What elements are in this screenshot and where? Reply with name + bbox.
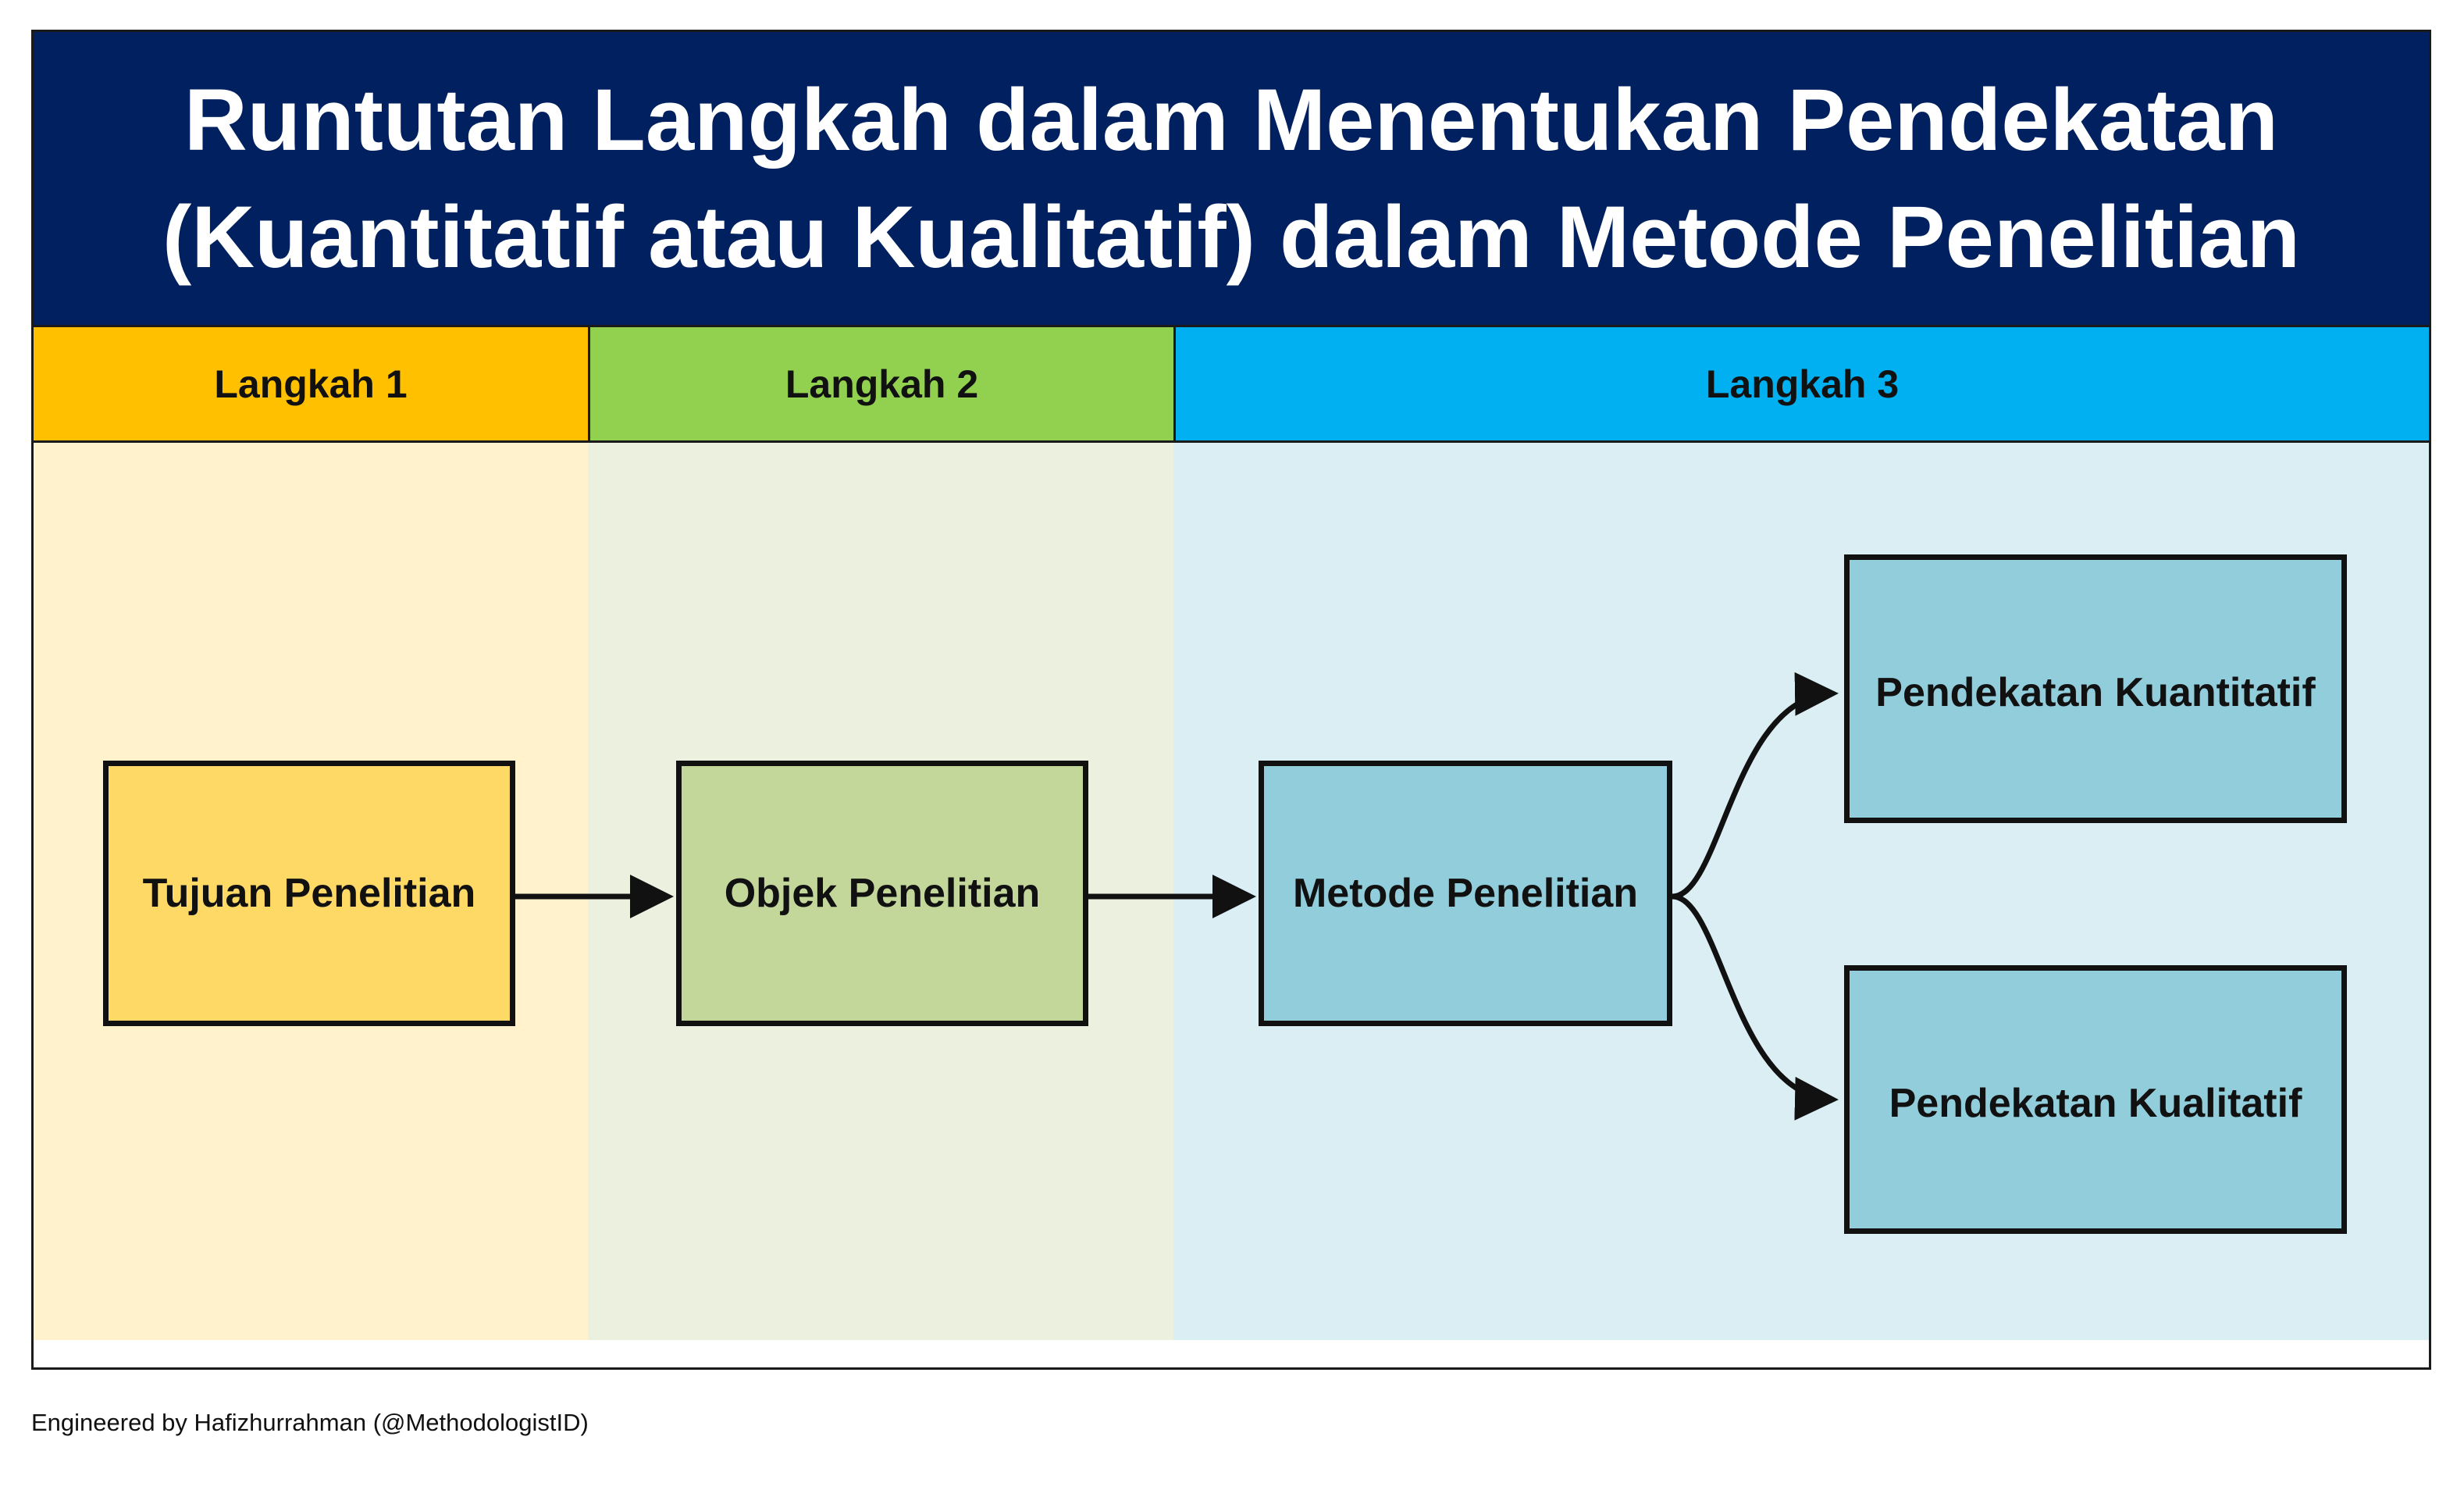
lane-1-label: Langkah 1 bbox=[214, 362, 408, 406]
node-objek-penelitian: Objek Penelitian bbox=[676, 761, 1088, 1026]
node-objek-label: Objek Penelitian bbox=[724, 871, 1041, 916]
node-tujuan-label: Tujuan Penelitian bbox=[142, 871, 476, 916]
node-metode-label: Metode Penelitian bbox=[1292, 871, 1639, 916]
title-line-1: Runtutan Langkah dalam Menentukan Pendek… bbox=[183, 70, 2279, 169]
lane-1-header: Langkah 1 bbox=[34, 327, 590, 443]
node-tujuan-penelitian: Tujuan Penelitian bbox=[103, 761, 515, 1026]
diagram-title: Runtutan Langkah dalam Menentukan Pendek… bbox=[34, 32, 2429, 327]
node-metode-penelitian: Metode Penelitian bbox=[1259, 761, 1672, 1026]
diagram-frame: Runtutan Langkah dalam Menentukan Pendek… bbox=[31, 30, 2431, 1370]
node-kuantitatif-label: Pendekatan Kuantitatif bbox=[1875, 670, 2316, 715]
node-pendekatan-kualitatif: Pendekatan Kualitatif bbox=[1844, 965, 2347, 1234]
node-kualitatif-label: Pendekatan Kualitatif bbox=[1889, 1081, 2302, 1126]
lane-3-label: Langkah 3 bbox=[1705, 362, 1900, 406]
lane-2-label: Langkah 2 bbox=[785, 362, 979, 406]
lane-2-header: Langkah 2 bbox=[590, 327, 1176, 443]
lane-3-header: Langkah 3 bbox=[1176, 327, 2429, 443]
node-pendekatan-kuantitatif: Pendekatan Kuantitatif bbox=[1844, 554, 2347, 823]
title-line-2: (Kuantitatif atau Kualitatif) dalam Meto… bbox=[162, 187, 2301, 286]
credit-text: Engineered by Hafizhurrahman (@Methodolo… bbox=[31, 1409, 589, 1436]
